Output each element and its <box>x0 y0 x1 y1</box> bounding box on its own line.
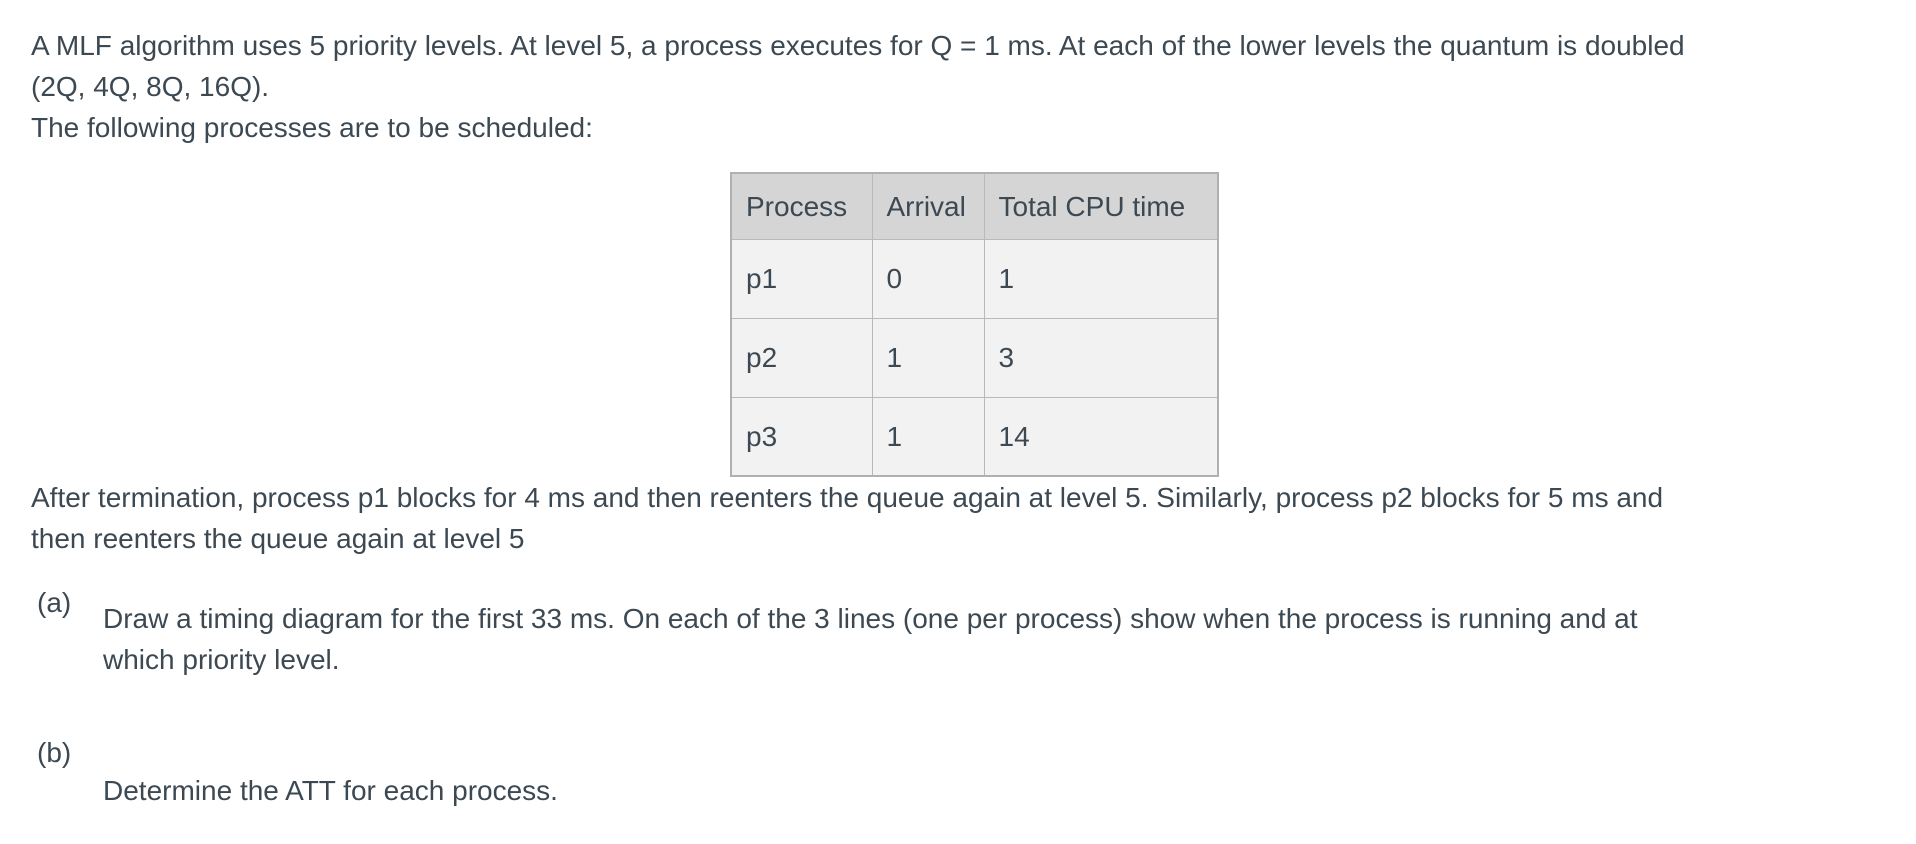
col-header-arrival: Arrival <box>871 172 985 240</box>
intro-line-3: The following processes are to be schedu… <box>31 112 593 143</box>
cell-p1-arrival: 0 <box>871 238 985 319</box>
blocking-note-line-2: then reenters the queue again at level 5 <box>31 523 525 554</box>
cell-p2-cpu-time: 3 <box>983 317 1219 398</box>
cell-p2-arrival: 1 <box>871 317 985 398</box>
intro-line-2: (2Q, 4Q, 8Q, 16Q). <box>31 71 270 102</box>
intro-line-1: A MLF algorithm uses 5 priority levels. … <box>31 30 1685 61</box>
question-b-text: Determine the ATT for each process. <box>103 732 1880 811</box>
intro-paragraph: A MLF algorithm uses 5 priority levels. … <box>31 25 1880 148</box>
process-table-header: Process Arrival Total CPU time <box>730 172 1219 240</box>
blocking-note-paragraph: After termination, process p1 blocks for… <box>31 477 1880 559</box>
cell-p1-name: p1 <box>730 238 873 319</box>
question-a: (a) Draw a timing diagram for the first … <box>31 582 1880 680</box>
table-row-p3: p3 1 14 <box>730 396 1219 477</box>
blocking-note-line-1: After termination, process p1 blocks for… <box>31 482 1664 513</box>
table-header-row: Process Arrival Total CPU time <box>730 172 1219 240</box>
question-a-label: (a) <box>37 587 72 618</box>
cell-p1-cpu-time: 1 <box>983 238 1219 319</box>
table-row-p1: p1 0 1 <box>730 238 1219 319</box>
table-row-p2: p2 1 3 <box>730 317 1219 398</box>
cell-p2-name: p2 <box>730 317 873 398</box>
question-a-line-2: which priority level. <box>103 644 340 675</box>
col-header-process: Process <box>730 172 873 240</box>
col-header-total-cpu-time: Total CPU time <box>983 172 1219 240</box>
question-b-label: (b) <box>37 737 72 768</box>
process-table-body: p1 0 1 p2 1 3 p3 1 14 <box>730 238 1219 477</box>
cell-p3-name: p3 <box>730 396 873 477</box>
process-table: Process Arrival Total CPU time p1 0 1 p2… <box>730 172 1219 477</box>
cell-p3-cpu-time: 14 <box>983 396 1219 477</box>
question-a-text: Draw a timing diagram for the first 33 m… <box>103 582 1880 680</box>
question-b: (b) Determine the ATT for each process. <box>31 732 1880 811</box>
question-a-line-1: Draw a timing diagram for the first 33 m… <box>103 603 1638 634</box>
question-b-line-1: Determine the ATT for each process. <box>103 775 558 806</box>
cell-p3-arrival: 1 <box>871 396 985 477</box>
problem-statement: A MLF algorithm uses 5 priority levels. … <box>31 25 1880 811</box>
